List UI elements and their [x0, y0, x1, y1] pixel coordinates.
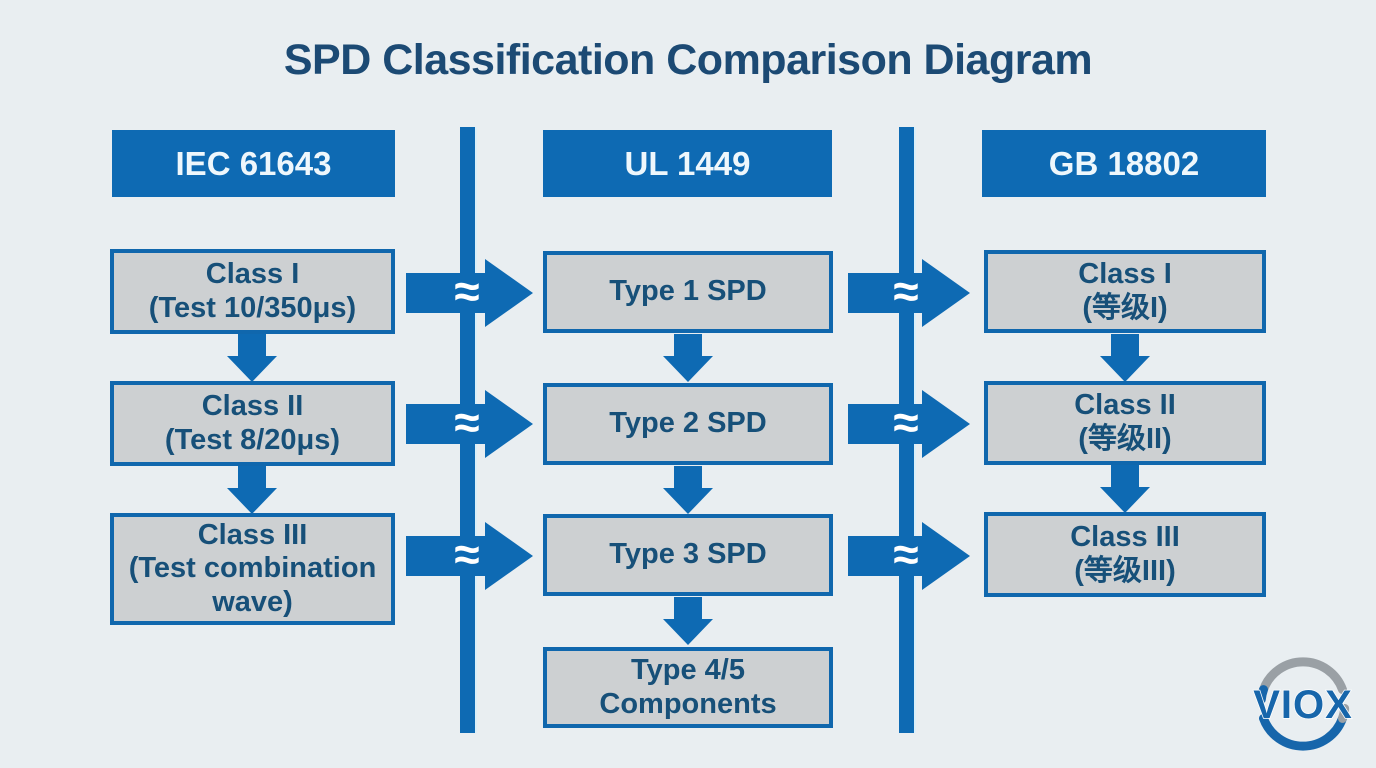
node-label: Class III — [1070, 520, 1180, 553]
equivalence-arrow-icon — [406, 259, 533, 327]
node-iec-class-1: Class I (Test 10/350μs) — [110, 249, 395, 334]
node-sublabel: (Test combination wave) — [128, 552, 377, 618]
down-arrow-icon — [1100, 334, 1150, 382]
node-sublabel: (等级III) — [1074, 554, 1176, 587]
node-iec-class-2: Class II (Test 8/20μs) — [110, 381, 395, 466]
node-label: Class II — [1074, 389, 1176, 422]
node-ul-type-1: Type 1 SPD — [543, 251, 833, 333]
node-label: Type 1 SPD — [609, 275, 767, 308]
down-arrow-icon — [227, 334, 277, 382]
node-label: Type 4/5 — [631, 653, 745, 686]
node-sublabel: (等级I) — [1082, 291, 1168, 324]
down-arrow-icon — [227, 466, 277, 514]
node-ul-type-2: Type 2 SPD — [543, 383, 833, 465]
equivalence-arrow-icon — [406, 390, 533, 458]
down-arrow-icon — [663, 597, 713, 645]
node-label: Type 2 SPD — [609, 407, 767, 440]
page-title: SPD Classification Comparison Diagram — [283, 36, 1093, 84]
viox-logo-icon: VIOX — [1252, 657, 1353, 751]
node-iec-class-3: Class III (Test combination wave) — [110, 513, 395, 625]
equivalence-arrow-icon — [848, 522, 970, 590]
down-arrow-icon — [663, 334, 713, 382]
viox-logo-text: VIOX — [1253, 683, 1353, 727]
node-label: Class I — [205, 257, 300, 290]
column-header-gb: GB 18802 — [982, 130, 1266, 197]
equivalence-arrow-icon — [848, 259, 970, 327]
node-sublabel: (Test 8/20μs) — [164, 423, 341, 456]
approx-equal-icon: ≈ — [893, 528, 919, 581]
down-arrow-icon — [1100, 465, 1150, 513]
node-ul-type-45: Type 4/5 Components — [543, 647, 833, 728]
down-arrow-icon — [663, 466, 713, 514]
node-gb-class-2: Class II (等级II) — [984, 381, 1266, 465]
approx-equal-icon: ≈ — [893, 265, 919, 318]
node-gb-class-3: Class III (等级III) — [984, 512, 1266, 597]
column-header-ul: UL 1449 — [543, 130, 832, 197]
node-label: Class III — [197, 518, 308, 551]
node-sublabel: Components — [599, 687, 777, 720]
node-ul-type-3: Type 3 SPD — [543, 514, 833, 596]
node-label: Class II — [201, 389, 304, 422]
column-header-iec: IEC 61643 — [112, 130, 395, 197]
equivalence-arrow-icon — [406, 522, 533, 590]
approx-equal-icon: ≈ — [893, 396, 919, 449]
node-sublabel: (Test 10/350μs) — [148, 291, 357, 324]
approx-equal-icon: ≈ — [454, 396, 480, 449]
node-label: Class I — [1078, 257, 1172, 290]
equivalence-arrow-icon — [848, 390, 970, 458]
node-sublabel: (等级II) — [1078, 423, 1172, 455]
approx-equal-icon: ≈ — [454, 265, 480, 318]
approx-equal-icon: ≈ — [454, 528, 480, 581]
node-label: Type 3 SPD — [609, 538, 767, 571]
viox-logo: VIOX — [1236, 646, 1370, 762]
node-gb-class-1: Class I (等级I) — [984, 250, 1266, 333]
